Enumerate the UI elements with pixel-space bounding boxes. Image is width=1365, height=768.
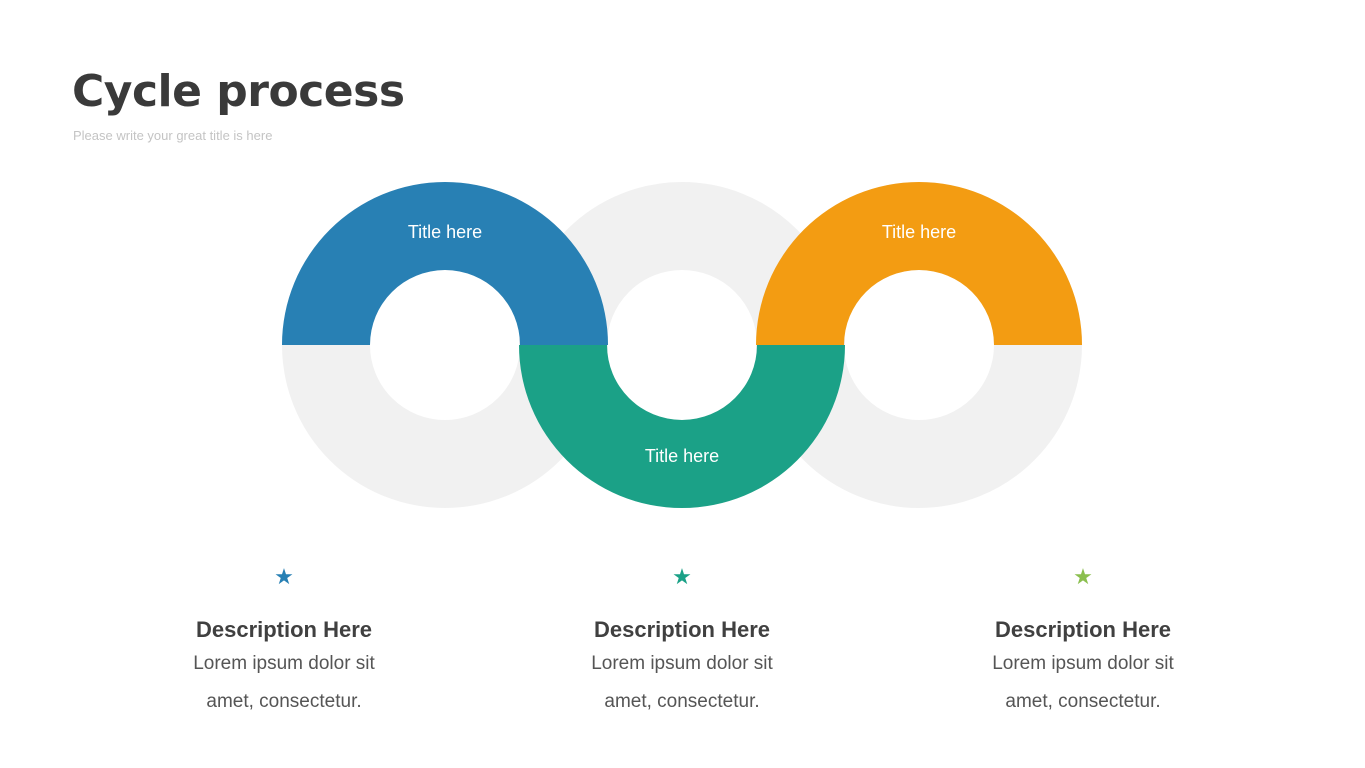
description-line-2: amet, consectetur. — [604, 691, 760, 712]
description-line-2: amet, consectetur. — [1005, 691, 1161, 712]
ring-segment-1[interactable] — [282, 182, 608, 345]
page-subtitle: Please write your great title is here — [73, 128, 273, 143]
description-1: ★ Description Here Lorem ipsum dolor sit… — [134, 565, 434, 719]
star-icon: ★ — [1073, 564, 1093, 589]
page-title: Cycle process — [72, 66, 405, 117]
description-line-2: amet, consectetur. — [206, 691, 362, 712]
star-icon: ★ — [274, 564, 294, 589]
star-icon: ★ — [672, 564, 692, 589]
description-heading: Description Here — [994, 617, 1172, 642]
description-line-1: Lorem ipsum dolor sit — [591, 653, 773, 674]
description-line-1: Lorem ipsum dolor sit — [193, 653, 375, 674]
description-heading: Description Here — [195, 617, 373, 642]
description-3: ★ Description Here Lorem ipsum dolor sit… — [933, 565, 1233, 719]
description-heading: Description Here — [593, 617, 771, 642]
ring-segment-3[interactable] — [756, 182, 1082, 345]
ring-label-1: Title here — [408, 222, 482, 242]
description-line-1: Lorem ipsum dolor sit — [992, 653, 1174, 674]
ring-label-2: Title here — [645, 446, 719, 466]
description-2: ★ Description Here Lorem ipsum dolor sit… — [532, 565, 832, 719]
ring-label-3: Title here — [882, 222, 956, 242]
ring-segment-2[interactable] — [519, 345, 845, 508]
